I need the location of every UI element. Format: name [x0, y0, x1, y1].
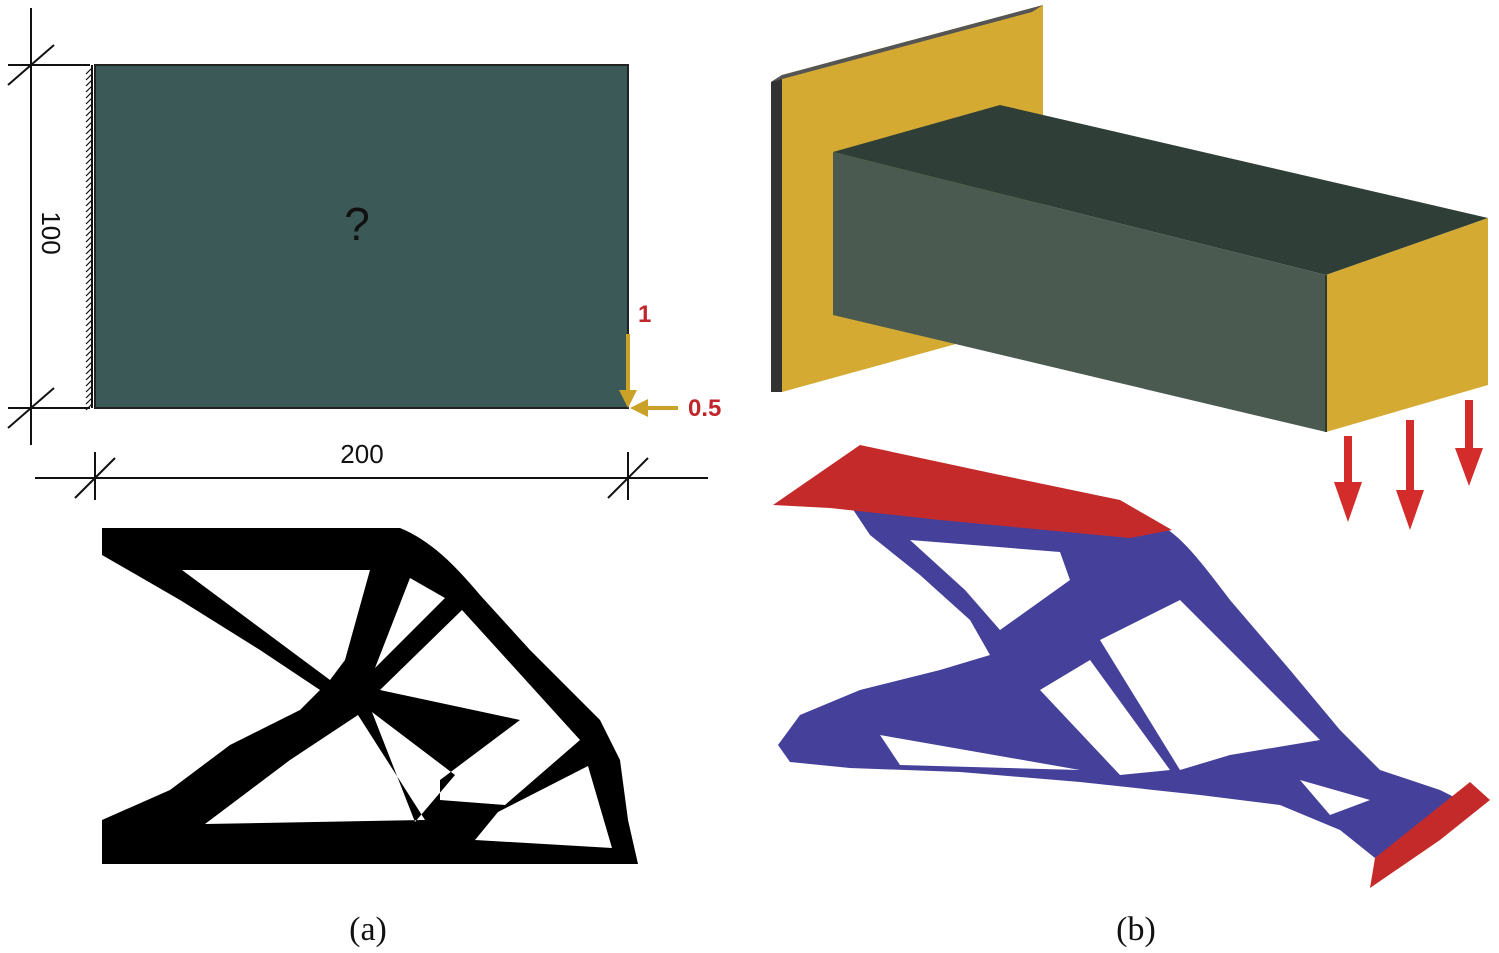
- support-hatch-mark: [85, 79, 93, 87]
- support-hatch-mark: [85, 109, 93, 117]
- support-hatch-mark: [85, 355, 93, 363]
- optimized-2d-structure: [102, 528, 638, 864]
- support-hatch-mark: [85, 403, 93, 411]
- support-hatch-mark: [85, 175, 93, 183]
- optimized-3d-top-plate: [773, 445, 1172, 538]
- width-dimension-label: 200: [340, 439, 383, 469]
- support-hatch-mark: [85, 373, 93, 381]
- panel-a-optimized-topology: [102, 528, 638, 864]
- support-hatch-mark: [85, 235, 93, 243]
- support-hatch-mark: [85, 115, 93, 123]
- support-hatch-mark: [85, 193, 93, 201]
- width-dimension-tick-left: [74, 457, 116, 499]
- support-hatch-mark: [85, 127, 93, 135]
- support-hatch-mark: [85, 301, 93, 309]
- beam-end-load-face: [1326, 218, 1488, 432]
- support-hatch-mark: [85, 283, 93, 291]
- support-hatch-mark: [85, 337, 93, 345]
- support-hatch-mark: [85, 397, 93, 405]
- support-hatch-mark: [85, 259, 93, 267]
- vertical-load-label: 1: [638, 301, 651, 328]
- support-hatch-mark: [85, 391, 93, 399]
- beam-front-face: [833, 152, 1326, 432]
- force-arrow-3: [1455, 400, 1483, 486]
- support-hatch-mark: [85, 151, 93, 159]
- force-arrow-2: [1396, 420, 1424, 530]
- panel-b-3d-domain: [771, 5, 1488, 530]
- panel-b-caption: (b): [1116, 911, 1156, 948]
- support-hatch-mark: [85, 265, 93, 273]
- support-hatch-mark: [85, 145, 93, 153]
- beam-top-face: [833, 105, 1488, 275]
- height-dimension-label: 100: [36, 211, 66, 254]
- panel-a-design-domain: 100 ? 1 0.5 200: [7, 8, 721, 500]
- support-hatch-mark: [85, 121, 93, 129]
- force-arrow-1: [1334, 436, 1362, 522]
- support-hatch-mark: [85, 163, 93, 171]
- support-hatch-mark: [85, 319, 93, 327]
- support-hatch-mark: [85, 205, 93, 213]
- support-plate-top-edge: [771, 5, 1043, 82]
- support-hatch-mark: [85, 211, 93, 219]
- optimized-3d-body: [778, 505, 1460, 858]
- support-hatch-mark: [85, 349, 93, 357]
- support-hatch-mark: [85, 73, 93, 81]
- support-hatch-mark: [85, 241, 93, 249]
- vertical-load-arrow: [619, 334, 637, 408]
- horizontal-load-arrow: [630, 399, 678, 417]
- support-hatch-mark: [85, 157, 93, 165]
- fixed-support-hatch: [85, 67, 93, 411]
- support-hatch-mark: [85, 289, 93, 297]
- support-hatch-mark: [85, 343, 93, 351]
- support-hatch-mark: [85, 67, 93, 75]
- support-hatch-mark: [85, 253, 93, 261]
- support-hatch-mark: [85, 91, 93, 99]
- support-hatch-mark: [85, 331, 93, 339]
- support-hatch-mark: [85, 103, 93, 111]
- support-hatch-mark: [85, 169, 93, 177]
- support-hatch-mark: [85, 361, 93, 369]
- horizontal-load-label: 0.5: [688, 395, 721, 422]
- support-hatch-mark: [85, 85, 93, 93]
- support-hatch-mark: [85, 139, 93, 147]
- panel-a-caption: (a): [349, 911, 387, 948]
- support-hatch-mark: [85, 181, 93, 189]
- support-hatch-mark: [85, 385, 93, 393]
- support-hatch-mark: [85, 187, 93, 195]
- support-hatch-mark: [85, 229, 93, 237]
- support-hatch-mark: [85, 295, 93, 303]
- support-hatch-mark: [85, 133, 93, 141]
- support-hatch-mark: [85, 307, 93, 315]
- width-dimension-tick-right: [607, 457, 649, 499]
- support-hatch-mark: [85, 379, 93, 387]
- panel-b-optimized-topology: [773, 445, 1490, 888]
- support-hatch-mark: [85, 277, 93, 285]
- support-hatch-mark: [85, 367, 93, 375]
- support-hatch-mark: [85, 247, 93, 255]
- support-hatch-mark: [85, 97, 93, 105]
- design-domain-rect: [94, 64, 629, 409]
- support-hatch-mark: [85, 223, 93, 231]
- support-hatch-mark: [85, 217, 93, 225]
- support-hatch-mark: [85, 199, 93, 207]
- unknown-topology-mark: ?: [344, 198, 370, 250]
- support-hatch-mark: [85, 325, 93, 333]
- support-hatch-mark: [85, 313, 93, 321]
- optimized-3d-load-plate: [1370, 782, 1490, 888]
- support-hatch-mark: [85, 271, 93, 279]
- support-plate-edge: [771, 75, 782, 392]
